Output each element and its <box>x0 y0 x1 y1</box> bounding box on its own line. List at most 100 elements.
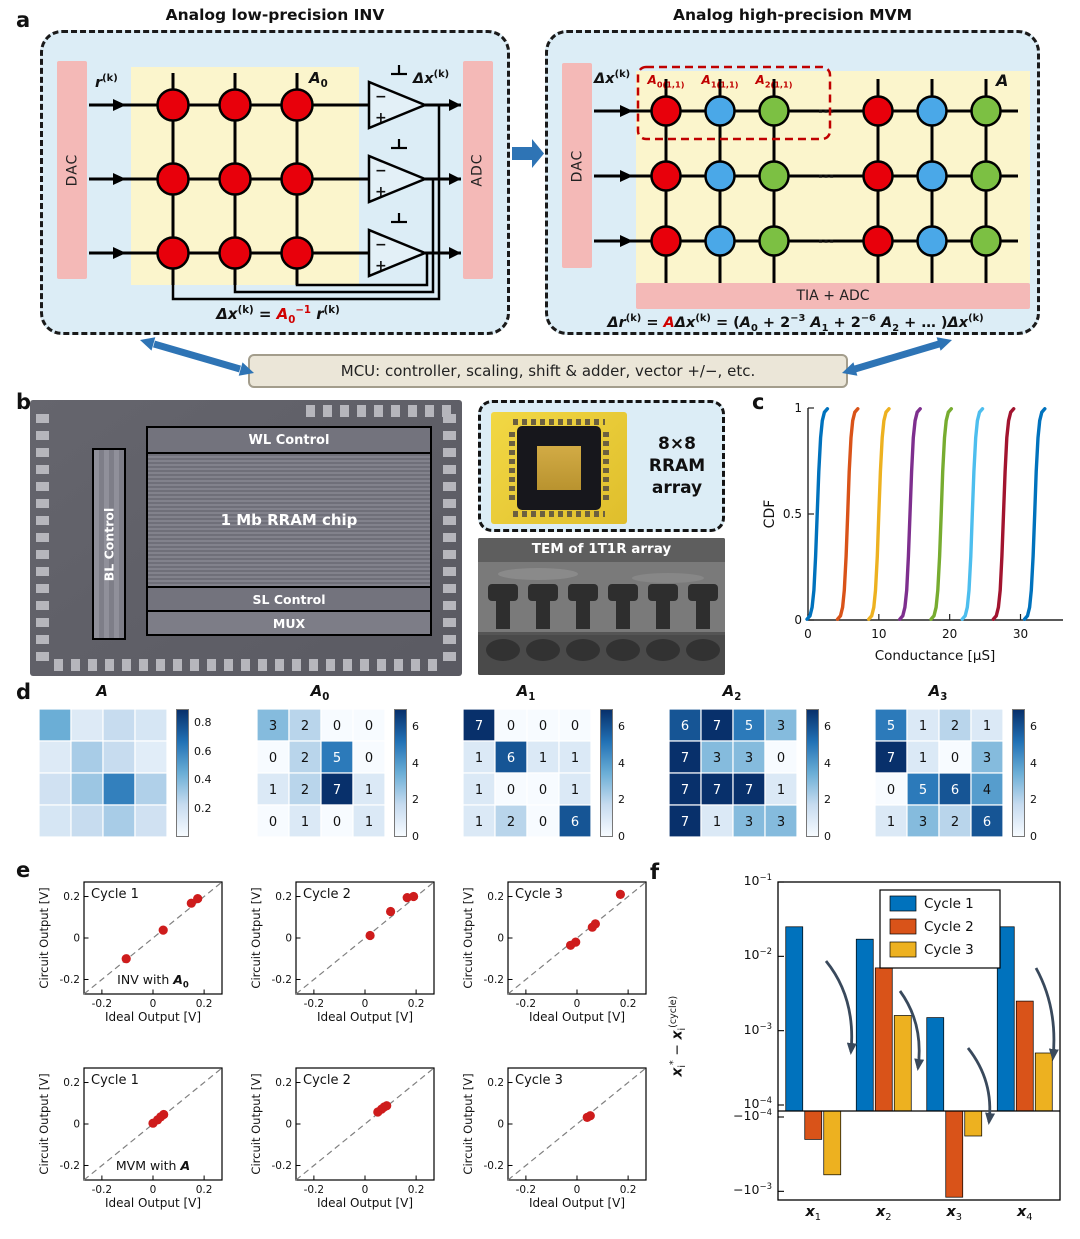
axis-text: 1 <box>777 783 785 798</box>
axis-text: 0 <box>497 933 504 945</box>
y-axis-label: Circuit Output [V] <box>37 887 51 989</box>
axis-text: 3 <box>919 815 927 830</box>
heatmap-cell <box>352 740 386 774</box>
panel-e-label: e <box>16 858 31 882</box>
rram-cell <box>916 225 948 257</box>
legend-swatch <box>889 918 917 935</box>
colorbar-tick: 0.8 <box>194 716 212 730</box>
cycle-annotation: Cycle 2 <box>303 1073 351 1088</box>
arrowhead <box>140 337 156 351</box>
axis-text: 0 <box>73 933 80 945</box>
error-bar <box>804 1110 823 1140</box>
axis-text: − <box>375 237 387 253</box>
heatmap-cell <box>320 708 354 742</box>
axis-text: 0 <box>333 719 341 734</box>
rram-cell <box>218 236 252 270</box>
data-point <box>186 898 196 908</box>
colorbar <box>600 709 613 837</box>
input-arrowhead <box>620 170 633 182</box>
axis-text: -0.2 <box>516 998 537 1010</box>
colorbar-tick: 0 <box>618 830 625 843</box>
rram-cell <box>758 95 790 127</box>
data-point <box>615 889 625 899</box>
input-arrowhead <box>113 247 126 259</box>
output-vector-label: Δx(k) <box>413 69 450 87</box>
error-bar <box>1015 1000 1034 1112</box>
axis-text: 0 <box>804 627 812 641</box>
rram-cell <box>862 160 894 192</box>
axis-text: 5 <box>333 751 341 766</box>
data-point <box>365 930 375 941</box>
colorbar-tick: 0 <box>824 830 831 843</box>
axis-text: 3 <box>745 751 753 766</box>
axis-text: 1 <box>475 783 483 798</box>
cdf-curve <box>835 407 860 621</box>
data-point <box>382 1101 392 1111</box>
output-arrowhead <box>449 247 461 259</box>
axis-text: 0.2 <box>620 998 637 1010</box>
colorbar <box>1012 709 1025 837</box>
axis-text: 0 <box>269 751 277 766</box>
opamp <box>367 228 429 278</box>
input-arrowhead <box>620 105 633 117</box>
axis-text: 0 <box>362 1184 369 1196</box>
rram-cell <box>704 95 736 127</box>
cdf-curve <box>1022 407 1047 621</box>
x-axis-label: Ideal Output [V] <box>528 1010 626 1024</box>
colorbar-tick: 6 <box>618 720 625 734</box>
heatmap-cell <box>906 772 940 806</box>
chip-micrograph: BL Control WL Control 1 Mb RRAM chip SL … <box>30 400 462 676</box>
axis-text: 7 <box>681 751 689 766</box>
dac-bar: DAC <box>57 61 87 279</box>
y-tick-label: −10−4 <box>733 1108 772 1124</box>
legend-swatch <box>889 941 917 958</box>
heatmap-cell <box>102 740 136 774</box>
axis-text: 1 <box>539 751 547 766</box>
heatmap-cell <box>70 804 104 838</box>
tem-graphic <box>478 538 725 675</box>
colorbar-tick: 2 <box>412 793 419 807</box>
colorbar <box>806 709 819 837</box>
mux-block: MUX <box>148 610 430 634</box>
wl-control-block: WL Control <box>148 428 430 454</box>
axis-text: 2 <box>951 719 959 734</box>
inv-to-mvm-arrow <box>512 139 544 168</box>
heatmap-cell <box>558 740 592 774</box>
colorbar-tick: 0 <box>412 830 419 843</box>
colorbar-tick: 4 <box>618 756 625 770</box>
heatmap-cell <box>256 804 290 838</box>
axis-text: 1 <box>983 719 991 734</box>
panel-b-label: b <box>16 390 32 414</box>
mvm-crossbar-svg: ⋯⋯⋯ <box>594 65 1030 283</box>
heatmap-cell <box>102 708 136 742</box>
axis-text: 0.2 <box>63 1077 80 1089</box>
axis-text: 0 <box>794 613 802 627</box>
axis-text: -0.2 <box>60 1160 81 1172</box>
adc-bar: ADC <box>463 61 493 279</box>
trend-arrow <box>898 990 925 1071</box>
rram-cell <box>218 162 252 196</box>
axis-text: 0 <box>497 1119 504 1131</box>
axis-text: 0 <box>574 1184 581 1196</box>
bit-matrix-label-0: A0(1,1) <box>647 73 685 90</box>
axis-text: 0.2 <box>196 998 213 1010</box>
y-tick-label: −10−3 <box>733 1182 772 1198</box>
y-axis-label: Circuit Output [V] <box>461 1073 475 1175</box>
axis-text: 1 <box>919 751 927 766</box>
axis-text: 1 <box>919 719 927 734</box>
cycle-annotation: Cycle 3 <box>515 887 563 902</box>
axis-text: 6 <box>983 815 991 830</box>
axis-text: 5 <box>919 783 927 798</box>
error-bar <box>964 1110 983 1137</box>
trend-arrow <box>824 960 857 1055</box>
panel-a-label: a <box>16 8 31 32</box>
matrix-a0-label: A0 <box>309 69 328 90</box>
heatmap-cell <box>970 804 1004 838</box>
heatmap-cell <box>494 772 528 806</box>
